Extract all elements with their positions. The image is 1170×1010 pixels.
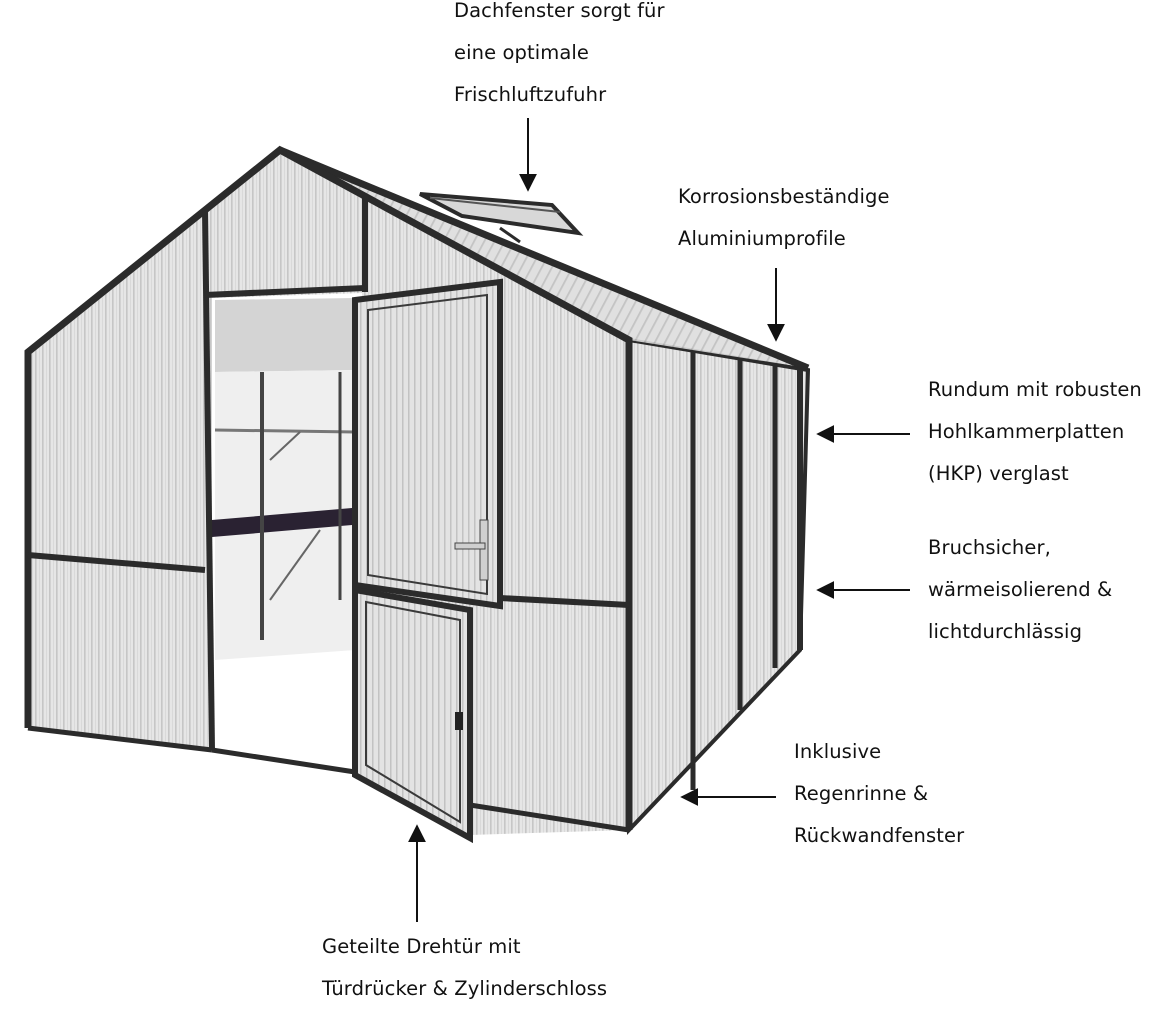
label-panels: Rundum mit robusten Hohlkammerplatten (H… [928,369,1142,495]
label-line: Türdrücker & Zylinderschloss [322,977,608,1000]
label-line: Inklusive [794,740,882,763]
label-line: lichtdurchlässig [928,620,1083,643]
label-door: Geteilte Drehtür mit Türdrücker & Zylind… [322,926,607,1010]
label-line: Rundum mit robusten [928,378,1142,401]
label-line: Frischluftzufuhr [454,83,607,106]
label-line: eine optimale [454,41,590,64]
label-line: Dachfenster sorgt für [454,0,665,22]
front-wall [24,145,633,835]
label-properties: Bruchsicher, wärmeisolierend & lichtdurc… [928,527,1112,653]
label-line: Rückwandfenster [794,824,965,847]
lower-door [352,586,473,844]
label-line: Korrosionsbeständige [678,185,890,208]
label-aluminium: Korrosionsbeständige Aluminiumprofile [678,176,890,260]
label-line: Geteilte Drehtür mit [322,935,521,958]
label-line: Aluminiumprofile [678,227,846,250]
label-line: (HKP) verglast [928,462,1069,485]
label-line: Regenrinne & [794,782,929,805]
upper-door [352,278,503,610]
roof-window [419,192,584,244]
label-line: Bruchsicher, [928,536,1051,559]
side-wall [627,337,811,836]
annotation-arrows [408,118,910,922]
label-line: wärmeisolierend & [928,578,1113,601]
label-gutter: Inklusive Regenrinne & Rückwandfenster [794,731,964,857]
label-line: Hohlkammerplatten [928,420,1125,443]
label-roof-window: Dachfenster sorgt für eine optimale Fris… [454,0,665,116]
